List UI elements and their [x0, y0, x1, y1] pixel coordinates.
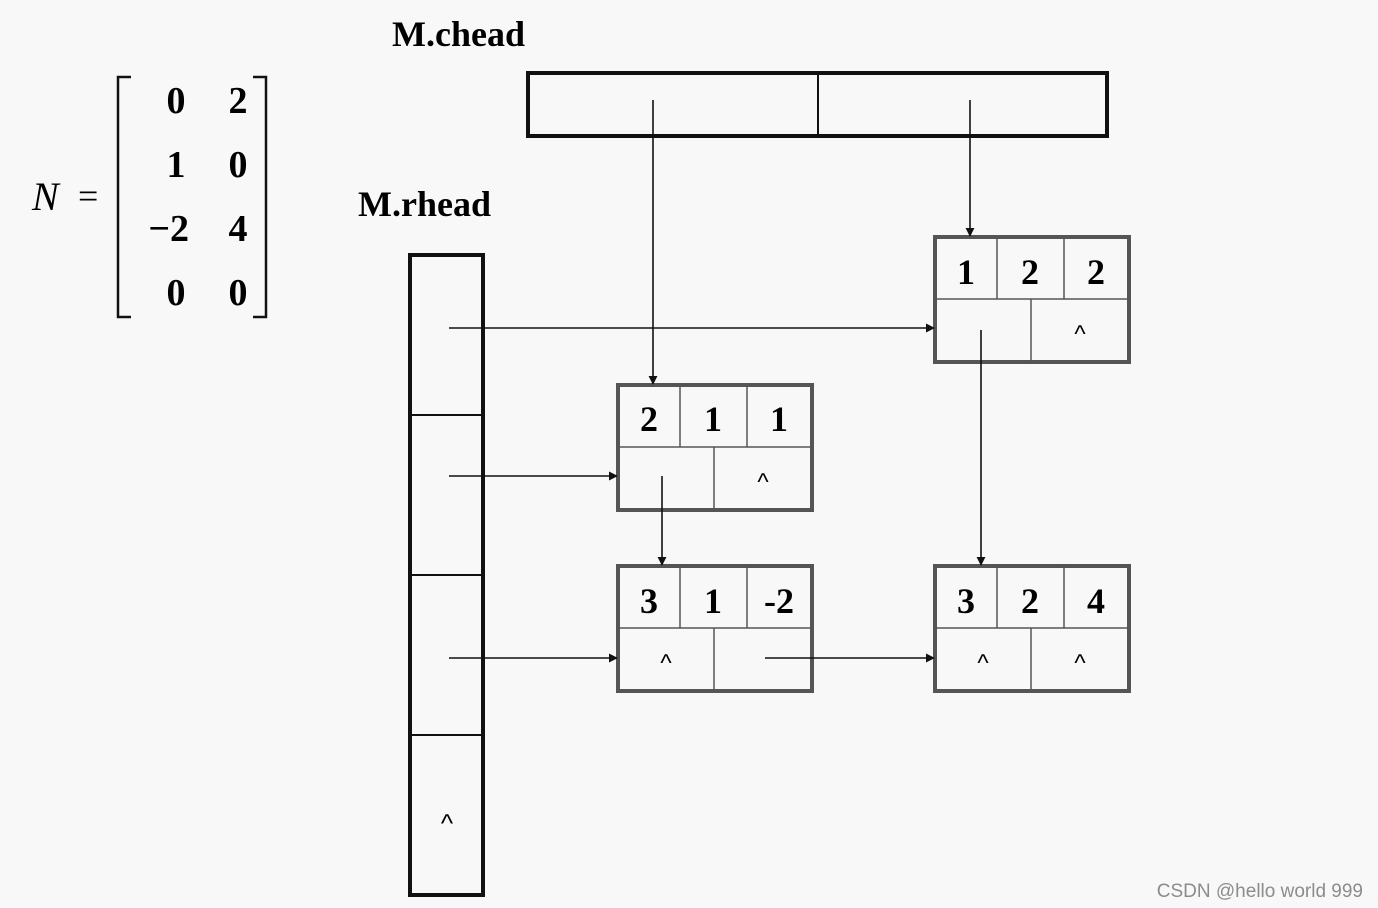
- node-value: -2: [764, 581, 794, 621]
- node-right-ptr: ^: [660, 650, 672, 677]
- rhead-null-marker: ^: [441, 808, 454, 838]
- rhead-label: M.rhead: [358, 184, 491, 224]
- node-right-ptr: ^: [977, 650, 989, 677]
- matrix-cell: 0: [229, 144, 248, 186]
- node-value: 4: [1087, 581, 1105, 621]
- node-3-2-4: [933, 564, 1131, 693]
- node-row: 3: [957, 581, 975, 621]
- node-row: 2: [640, 399, 658, 439]
- watermark: CSDN @hello world 999: [1157, 881, 1363, 902]
- node-down-ptr: ^: [1074, 321, 1086, 348]
- node-col: 1: [704, 399, 722, 439]
- chead-array: [526, 71, 1109, 138]
- matrix-cell: 4: [229, 208, 248, 250]
- rhead-array: [408, 253, 485, 897]
- node-value: 1: [770, 399, 788, 439]
- matrix-cell: 0: [229, 272, 248, 314]
- matrix-right-bracket: [253, 75, 268, 319]
- node-down-ptr: ^: [1074, 650, 1086, 677]
- node-col: 1: [704, 581, 722, 621]
- matrix-cell: 1: [167, 144, 186, 186]
- node-col: 2: [1021, 252, 1039, 292]
- matrix-equals: =: [78, 176, 98, 216]
- matrix-n: N = 0 2 1 0 −2 4 0 0: [31, 75, 268, 319]
- node-1-2-2: [933, 235, 1131, 364]
- matrix-cell: 0: [167, 80, 186, 122]
- node-down-ptr: ^: [757, 469, 769, 496]
- node-row: 3: [640, 581, 658, 621]
- matrix-left-bracket: [116, 75, 131, 319]
- node-3-1-neg2: [616, 564, 814, 693]
- matrix-name: N: [31, 174, 61, 219]
- chead-label: M.chead: [392, 14, 525, 54]
- node-row: 1: [957, 252, 975, 292]
- matrix-cell: −2: [148, 208, 189, 250]
- matrix-cell: 0: [167, 272, 186, 314]
- matrix-cell: 2: [229, 80, 248, 122]
- node-col: 2: [1021, 581, 1039, 621]
- node-2-1-1: [616, 383, 814, 512]
- node-value: 2: [1087, 252, 1105, 292]
